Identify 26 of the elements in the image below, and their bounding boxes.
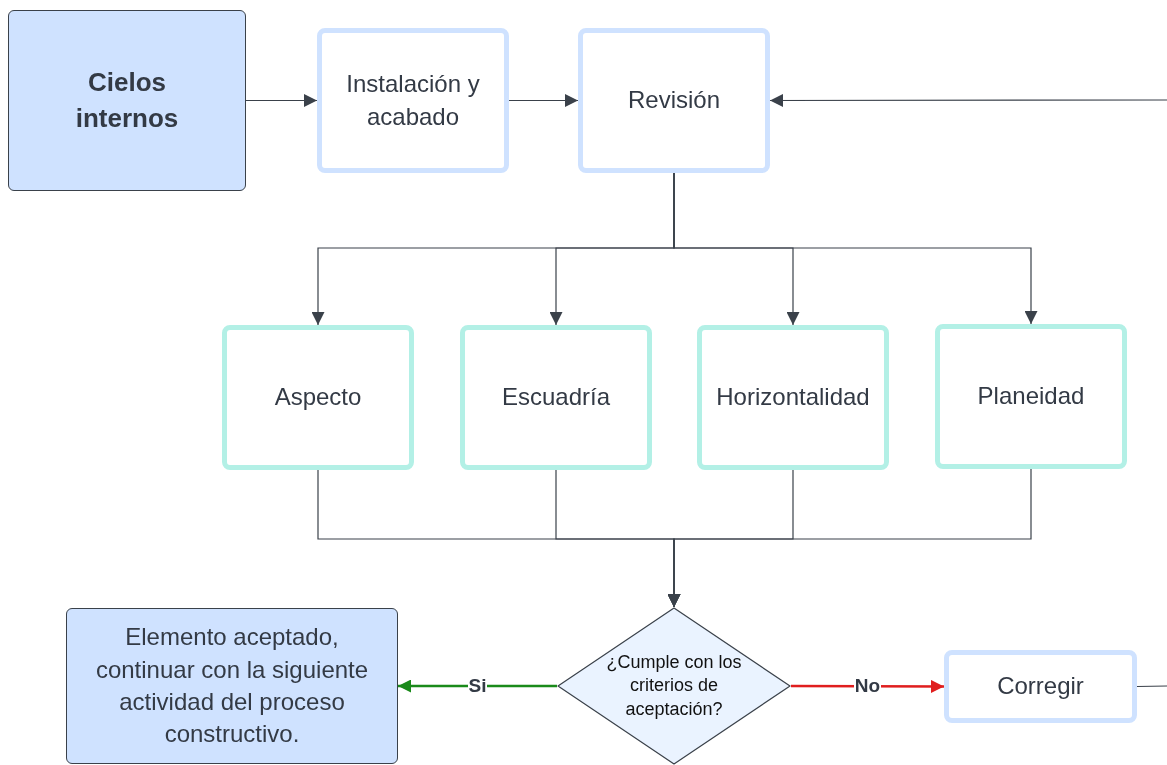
box-text: Horizontalidad [716,382,870,413]
criterion-box [222,325,414,470]
box-text: Escuadría [501,382,611,413]
arrow [673,172,1038,325]
box-text: Instalación y acabado [345,69,481,132]
box-text: Revisión [627,85,720,116]
box-text: Elemento aceptado, continuar con la siguiente actividad del proceso constructivo. [94,622,370,750]
result-box [66,608,398,764]
box-text: Aspecto [274,382,362,413]
arrow [398,679,557,693]
decision-text: ¿Cumple con los criterios de aceptación? [605,650,743,721]
arrow [667,468,1032,608]
box-text: Cielos internos [74,66,180,135]
arrow [245,94,318,107]
criterion-box [935,324,1127,469]
process-box [944,650,1137,723]
process-box [578,28,770,173]
process-box [317,28,509,173]
start-box [8,10,246,191]
box-text: Planeidad [977,381,1085,412]
decision-diamond [557,607,791,765]
arrow [508,94,579,107]
criterion-box [460,325,652,470]
criterion-box [697,325,889,470]
arrow [769,94,1167,107]
box-text: Corregir [997,671,1084,702]
